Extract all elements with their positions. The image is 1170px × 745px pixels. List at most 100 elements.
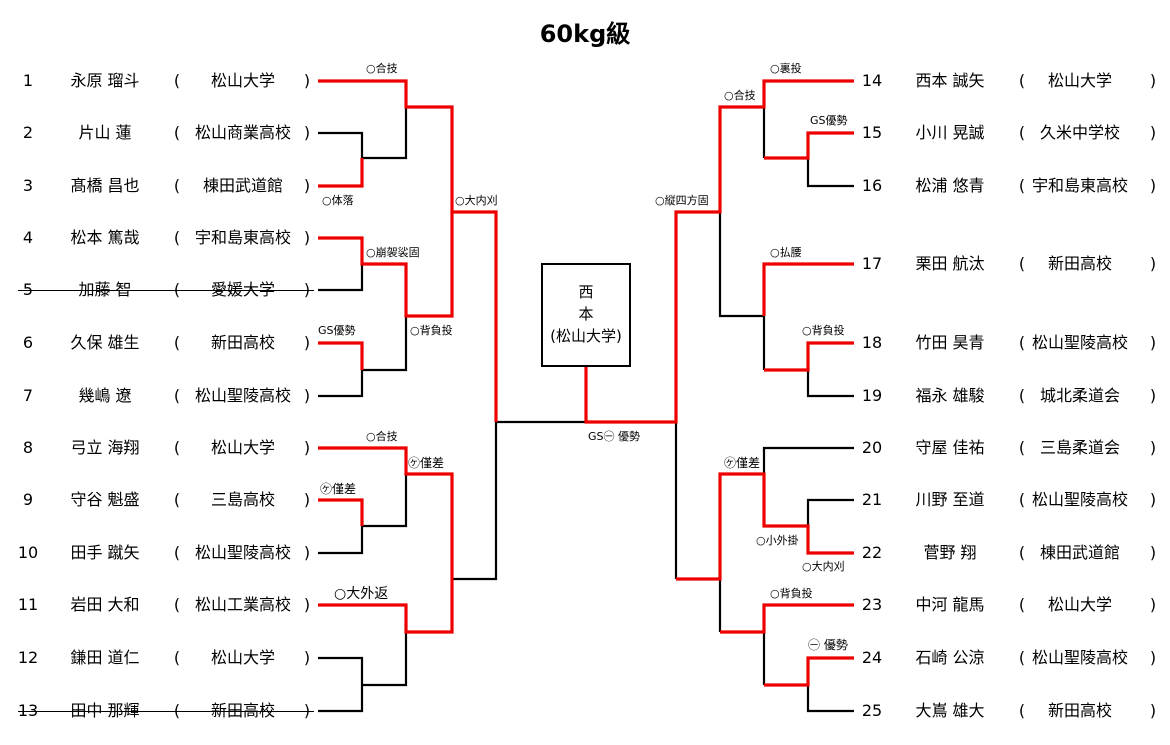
- seed-number: 7: [22, 386, 34, 405]
- bracket-win-line: [676, 472, 854, 581]
- seed-number: 11: [17, 595, 39, 614]
- player-name: 久保 雄生: [70, 333, 140, 352]
- bracket-line: [806, 685, 854, 713]
- team-name: 新田高校: [210, 333, 275, 352]
- match-result: ○縦四方固: [655, 194, 709, 207]
- paren-open: (: [1018, 176, 1026, 195]
- paren-open: (: [1018, 386, 1026, 405]
- seed-number: 22: [861, 543, 883, 562]
- paren-close: ): [303, 648, 311, 667]
- paren-open: (: [173, 701, 181, 720]
- paren-open: (: [173, 543, 181, 562]
- match-result: ○裏投: [770, 62, 802, 75]
- paren-close: ): [303, 490, 311, 509]
- seed-number: 24: [861, 648, 883, 667]
- paren-close: ): [303, 701, 311, 720]
- seed-number: 19: [861, 386, 883, 405]
- match-result: ㋘僅差: [320, 482, 357, 496]
- match-result: ㋘僅差: [724, 456, 761, 470]
- paren-open: (: [173, 176, 181, 195]
- bracket-win-line: [764, 341, 854, 372]
- player-name: 小川 晃誠: [915, 123, 985, 142]
- seed-number: 12: [17, 648, 39, 667]
- bracket-win-line: [720, 603, 854, 634]
- team-name: 松山聖陵高校: [194, 386, 291, 405]
- paren-open: (: [1018, 333, 1026, 352]
- seed-number: 1: [22, 71, 34, 90]
- player-name: 大嶌 雄大: [915, 701, 985, 720]
- match-result: ○背負投: [410, 324, 453, 337]
- match-result: ○大内刈: [802, 560, 845, 573]
- seed-number: 18: [861, 333, 883, 352]
- withdrawn-strike: [18, 290, 314, 291]
- paren-open: (: [173, 490, 181, 509]
- paren-open: (: [173, 333, 181, 352]
- team-name: 新田高校: [1047, 254, 1112, 273]
- paren-close: ): [1149, 71, 1157, 90]
- page-title: 60kg級: [539, 20, 631, 48]
- bracket-win-line: [318, 446, 454, 579]
- team-name: 三島高校: [210, 490, 275, 509]
- paren-close: ): [1149, 176, 1157, 195]
- paren-close: ): [1149, 386, 1157, 405]
- seed-number: 21: [861, 490, 883, 509]
- champion-team: (松山大学): [550, 327, 622, 345]
- paren-open: (: [1018, 701, 1026, 720]
- paren-open: (: [173, 228, 181, 247]
- team-name: 新田高校: [210, 701, 275, 720]
- team-name: 松山大学: [210, 71, 275, 90]
- paren-close: ): [1149, 123, 1157, 142]
- team-name: 愛媛大学: [210, 280, 275, 299]
- match-result: ○合技: [724, 89, 756, 102]
- seed-number: 17: [861, 254, 883, 273]
- seed-number: 5: [22, 280, 34, 299]
- paren-open: (: [1018, 123, 1026, 142]
- bracket-win-line: [318, 79, 498, 422]
- paren-open: (: [173, 386, 181, 405]
- team-name: 松山商業高校: [194, 123, 291, 142]
- player-name: 鎌田 道仁: [70, 648, 140, 667]
- bracket-line: [806, 498, 854, 526]
- bracket-win-line: [318, 341, 364, 370]
- team-name: 松山大学: [210, 648, 275, 667]
- paren-close: ): [1149, 333, 1157, 352]
- seed-number: 20: [861, 438, 883, 457]
- paren-open: (: [1018, 543, 1026, 562]
- paren-close: ): [1149, 701, 1157, 720]
- seed-number: 13: [17, 701, 39, 720]
- bracket-win-line: [318, 498, 364, 526]
- paren-close: ): [1149, 490, 1157, 509]
- paren-close: ): [1149, 438, 1157, 457]
- bracket-line: [452, 422, 498, 581]
- bracket-line: [318, 526, 364, 555]
- match-result: GS優勢: [810, 114, 848, 127]
- champion-name-1: 西: [578, 283, 594, 301]
- paren-close: ): [303, 123, 311, 142]
- paren-open: (: [173, 123, 181, 142]
- paren-close: ): [303, 386, 311, 405]
- withdrawn-strike: [18, 711, 314, 712]
- player-name: 川野 至道: [915, 490, 985, 509]
- bracket-win-line: [764, 131, 854, 160]
- team-name: 三島柔道会: [1039, 438, 1120, 457]
- paren-open: (: [173, 595, 181, 614]
- match-result: ㊀ 優勢: [808, 638, 848, 652]
- bracket-line: [318, 131, 364, 158]
- team-name: 宇和島東高校: [1031, 176, 1128, 195]
- paren-open: (: [173, 648, 181, 667]
- seed-number: 25: [861, 701, 883, 720]
- player-name: 加藤 智: [78, 280, 132, 299]
- bracket-win-line: [762, 262, 854, 316]
- team-name: 松山工業高校: [194, 595, 291, 614]
- bracket-win-line: [584, 79, 854, 424]
- champion-name-2: 本: [578, 305, 594, 323]
- player-name: 松本 篤哉: [70, 228, 140, 247]
- seed-number: 10: [17, 543, 39, 562]
- seed-number: 3: [22, 176, 34, 195]
- team-name: 棟田武道館: [202, 176, 283, 195]
- match-result: GS優勢: [318, 324, 356, 337]
- match-result: ○合技: [366, 430, 398, 443]
- seed-number: 9: [22, 490, 34, 509]
- bracket-line: [362, 107, 408, 160]
